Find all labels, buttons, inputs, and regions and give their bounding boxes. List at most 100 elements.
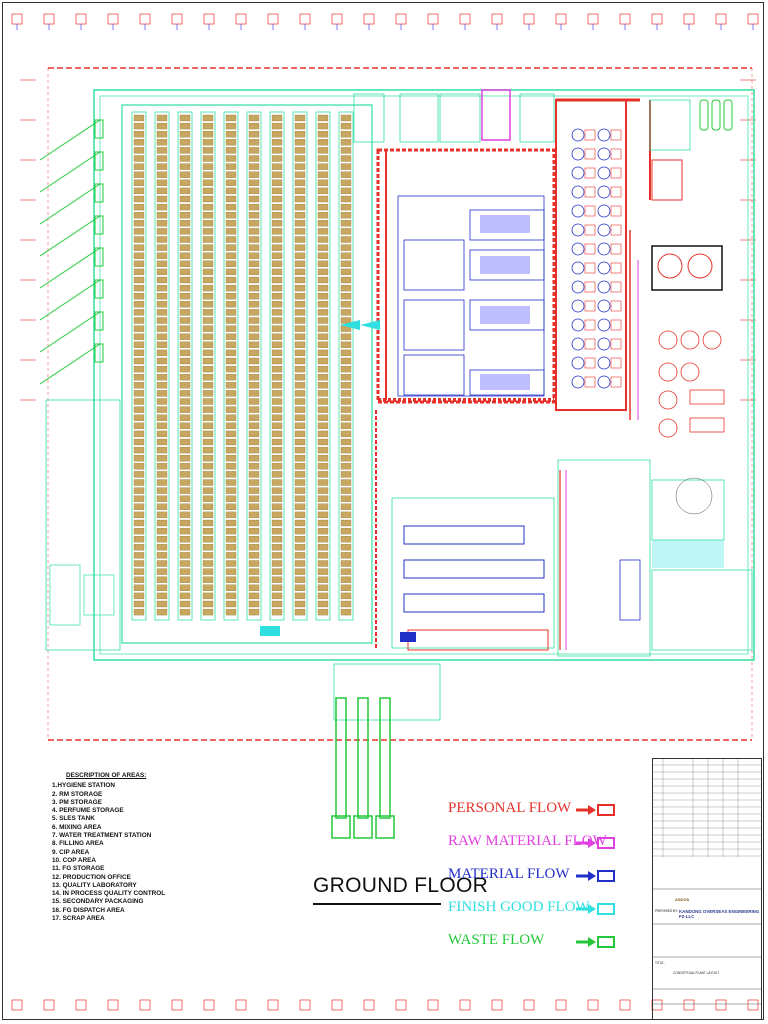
- grid-marker: [491, 13, 503, 25]
- grid-marker: [11, 13, 23, 25]
- legend-item: WASTE FLOW: [448, 932, 544, 949]
- rack-row: [315, 111, 331, 621]
- description-item: 9. CIP AREA: [52, 848, 90, 856]
- description-item: 12. PRODUCTION OFFICE: [52, 873, 131, 881]
- legend-symbol: [597, 870, 615, 882]
- dock-line: [39, 183, 101, 225]
- tank: [597, 223, 611, 237]
- description-item: 4. PERFUME STORAGE: [52, 807, 124, 815]
- description-heading: DESCRIPTION OF AREAS:: [66, 772, 147, 779]
- tank: [597, 261, 611, 275]
- grid-marker: [555, 13, 567, 25]
- round-tank: [680, 362, 700, 382]
- rack-row: [223, 111, 239, 621]
- description-item: 8. FILLING AREA: [52, 840, 104, 848]
- legend-item: MATERIAL FLOW: [448, 866, 570, 883]
- filling-room-1: [403, 239, 465, 291]
- tank: [571, 128, 585, 142]
- legend-label: MATERIAL FLOW: [448, 866, 570, 882]
- dock-line: [39, 151, 101, 193]
- drawing-title: GROUND FLOOR: [313, 874, 489, 897]
- tank: [571, 147, 585, 161]
- grid-marker: [267, 13, 279, 25]
- filling-room-3: [403, 354, 465, 396]
- description-item: 13. QUALITY LABORATORY: [52, 881, 137, 889]
- grid-marker: [427, 13, 439, 25]
- tank: [597, 185, 611, 199]
- description-item: 6. MIXING AREA: [52, 823, 102, 831]
- grid-marker: [523, 13, 535, 25]
- rack-row: [292, 111, 308, 621]
- round-tank: [658, 330, 678, 350]
- description-item: 17. SCRAP AREA: [52, 915, 105, 923]
- tank: [571, 337, 585, 351]
- tank: [597, 128, 611, 142]
- tank: [597, 204, 611, 218]
- sheet-title: CONCEPTUAL PLANT LAYOUT: [673, 971, 720, 975]
- legend-item: RAW MATERIAL FLOW: [448, 833, 607, 850]
- tank: [597, 147, 611, 161]
- legend-symbol: [597, 903, 615, 915]
- round-tank: [658, 418, 678, 438]
- mixing-tanks: [571, 128, 622, 389]
- legend-label: FINISH GOOD FLOW: [448, 899, 590, 915]
- dock-line: [39, 343, 101, 385]
- tank: [597, 166, 611, 180]
- grid-marker: [619, 13, 631, 25]
- legend-item: PERSONAL FLOW: [448, 800, 571, 817]
- fg-dispatch-dock-2: [357, 697, 369, 819]
- round-tank: [658, 362, 678, 382]
- tank: [597, 337, 611, 351]
- grid-marker: [331, 13, 343, 25]
- tank: [571, 166, 585, 180]
- title-underline: [313, 903, 441, 905]
- storage-racks: [131, 111, 354, 621]
- company-logo: ASDOS: [675, 897, 690, 902]
- pm-storage: [391, 497, 555, 649]
- grid-marker: [43, 13, 55, 25]
- tank: [571, 299, 585, 313]
- rack-row: [246, 111, 262, 621]
- description-item: 10. COP AREA: [52, 856, 97, 864]
- rack-row: [200, 111, 216, 621]
- rack-row: [269, 111, 285, 621]
- legend-label: PERSONAL FLOW: [448, 800, 572, 816]
- description-item: 7. WATER TREATMENT STATION: [52, 832, 152, 840]
- round-tank: [658, 390, 678, 410]
- grid-marker: [459, 13, 471, 25]
- round-tank: [702, 330, 722, 350]
- description-item: 14. IN PROCESS QUALITY CONTROL: [52, 890, 166, 898]
- building-outline: [93, 89, 755, 661]
- dock-line: [39, 247, 101, 289]
- filling-room-2: [403, 299, 465, 351]
- tank: [571, 356, 585, 370]
- description-item: 5. SLES TANK: [52, 815, 95, 823]
- grid-marker: [75, 13, 87, 25]
- fg-storage-area: [121, 104, 373, 644]
- grid-marker: [683, 13, 695, 25]
- grid-marker: [235, 13, 247, 25]
- tank: [571, 185, 585, 199]
- tank: [571, 242, 585, 256]
- legend-symbol: [597, 804, 615, 816]
- round-tank: [680, 330, 700, 350]
- legend-symbol: [597, 837, 615, 849]
- grid-marker: [715, 13, 727, 25]
- loading-docks: [39, 119, 104, 385]
- rack-row: [131, 111, 147, 621]
- tank: [571, 223, 585, 237]
- dock-line: [39, 119, 101, 161]
- round-tanks: [658, 330, 722, 438]
- tank: [571, 261, 585, 275]
- dock-line: [39, 311, 101, 353]
- title-block: ASDOS PREPARED BY: KANDONG OVERSEAS ENGI…: [652, 758, 762, 1020]
- flow-legend-icons: [576, 804, 615, 948]
- rack-row: [154, 111, 170, 621]
- tank: [597, 375, 611, 389]
- legend-item: FINISH GOOD FLOW: [448, 899, 590, 916]
- legend-label: WASTE FLOW: [448, 932, 545, 948]
- dock-line: [39, 279, 101, 321]
